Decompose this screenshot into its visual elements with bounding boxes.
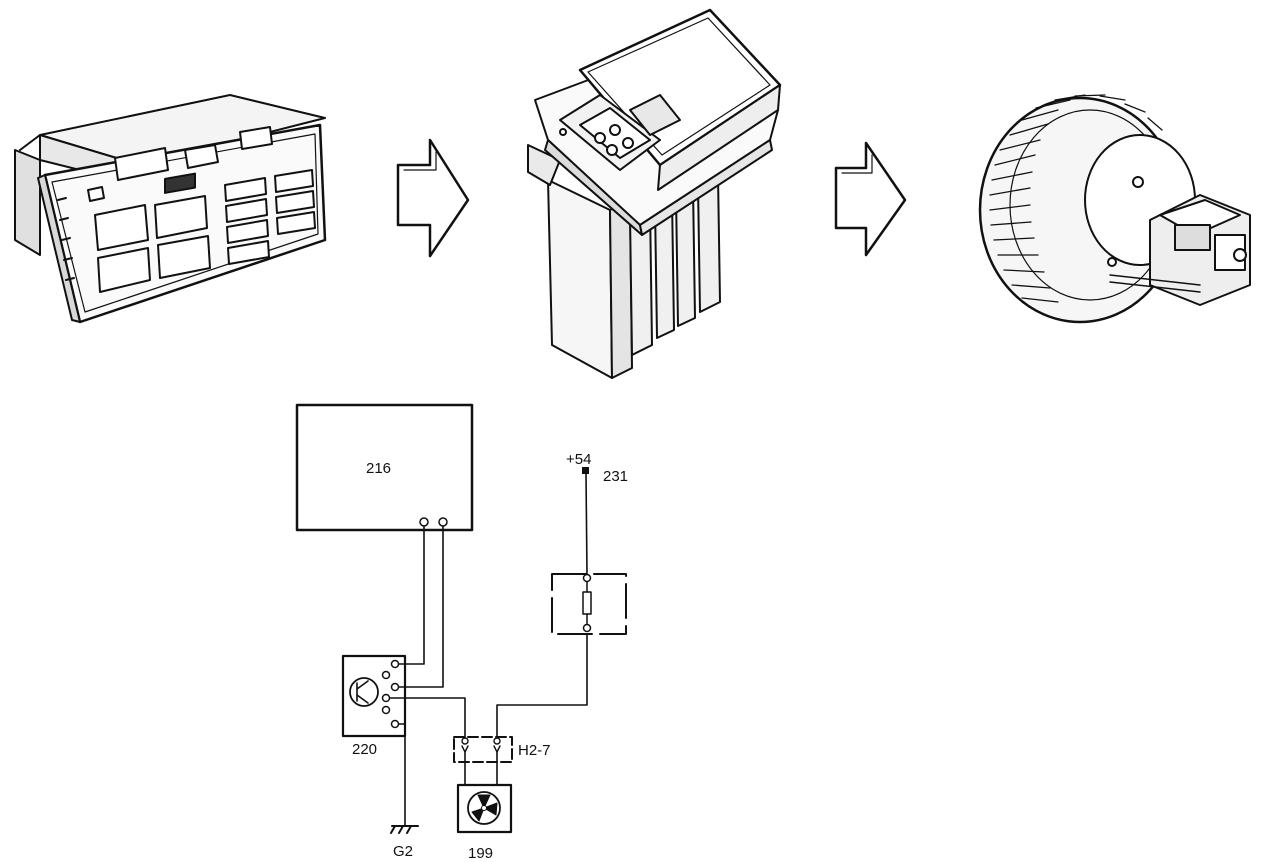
- climate-control-panel-icon: [14, 94, 327, 324]
- blower-resistor-module-icon: [527, 8, 782, 379]
- right-arrow-icon: [396, 138, 470, 258]
- fan-199-label: 199: [468, 845, 493, 862]
- ground-symbol: [390, 825, 419, 834]
- connector-231-label: 231: [603, 468, 628, 485]
- right-arrow-icon: [834, 141, 907, 257]
- ground-g2-label: G2: [393, 843, 413, 860]
- connector-h2-7-label: H2-7: [518, 742, 551, 759]
- module-220: [341, 654, 407, 738]
- supply-voltage-label: +54: [566, 451, 591, 468]
- unit-216-box: 216: [295, 403, 474, 532]
- unit-216-label: 216: [366, 460, 391, 477]
- blower-fan-motor-icon: [978, 94, 1251, 324]
- wires: [389, 473, 588, 827]
- supply-terminal: +54 231: [566, 451, 628, 485]
- fuse: [551, 573, 627, 635]
- module-220-label: 220: [352, 741, 377, 758]
- connector-h2-7: [453, 736, 513, 763]
- fan-199-icon: [456, 783, 513, 834]
